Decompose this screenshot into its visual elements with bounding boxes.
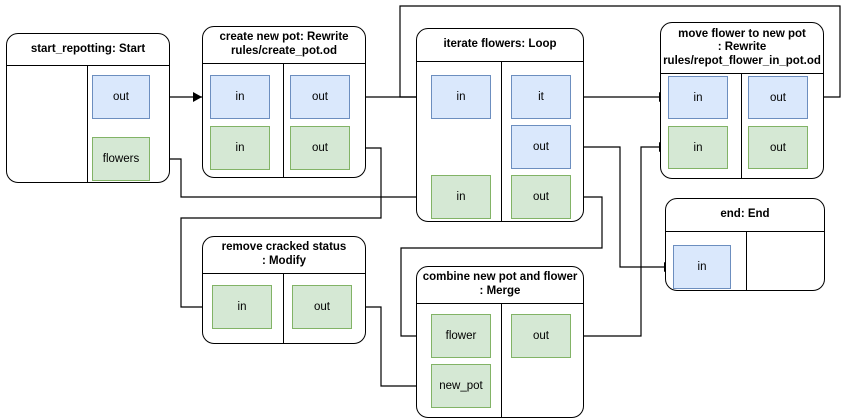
column-divider	[501, 304, 502, 417]
port-outputs-out[interactable]: out	[290, 126, 350, 170]
column-divider	[746, 232, 747, 290]
port-outputs-flowers[interactable]: flowers	[92, 137, 150, 181]
node-title: end: End	[666, 199, 824, 232]
port-inputs-in[interactable]: in	[668, 76, 728, 119]
port-outputs-out[interactable]: out	[511, 125, 571, 169]
port-outputs-it[interactable]: it	[511, 75, 571, 119]
port-inputs-in[interactable]: in	[210, 75, 270, 119]
node-title: iterate flowers: Loop	[417, 29, 583, 62]
column-divider	[501, 62, 502, 221]
edge-merge-out-to-moveflower-green	[571, 146, 668, 337]
port-inputs-new_pot[interactable]: new_pot	[431, 364, 491, 408]
port-inputs-in[interactable]: in	[431, 175, 491, 219]
column-divider	[283, 274, 284, 343]
node-title: remove cracked status : Modify	[203, 237, 365, 274]
column-divider	[283, 64, 284, 177]
port-outputs-out[interactable]: out	[92, 75, 150, 119]
port-outputs-out[interactable]: out	[292, 285, 352, 329]
port-outputs-out[interactable]: out	[748, 76, 808, 119]
node-title: create new pot: Rewrite rules/create_pot…	[203, 27, 365, 64]
node-title: combine new pot and flower : Merge	[417, 267, 583, 304]
node-title: move flower to new pot : Rewrite rules/r…	[661, 23, 823, 74]
port-inputs-flower[interactable]: flower	[431, 314, 491, 358]
port-inputs-in[interactable]: in	[673, 245, 731, 289]
port-outputs-out[interactable]: out	[748, 126, 808, 169]
port-outputs-out[interactable]: out	[290, 75, 350, 119]
column-divider	[741, 74, 742, 178]
port-inputs-in[interactable]: in	[431, 75, 491, 119]
node-title: start_repotting: Start	[7, 34, 169, 66]
port-inputs-in[interactable]: in	[668, 126, 728, 169]
port-inputs-in[interactable]: in	[212, 285, 272, 329]
port-inputs-in[interactable]: in	[210, 126, 270, 170]
arrowhead-start-out-to-createpot-in	[193, 92, 202, 102]
port-outputs-out[interactable]: out	[511, 314, 571, 358]
port-outputs-out[interactable]: out	[511, 175, 571, 219]
column-divider	[87, 66, 88, 182]
edge-loop-blue-out-to-end-in	[571, 146, 673, 268]
